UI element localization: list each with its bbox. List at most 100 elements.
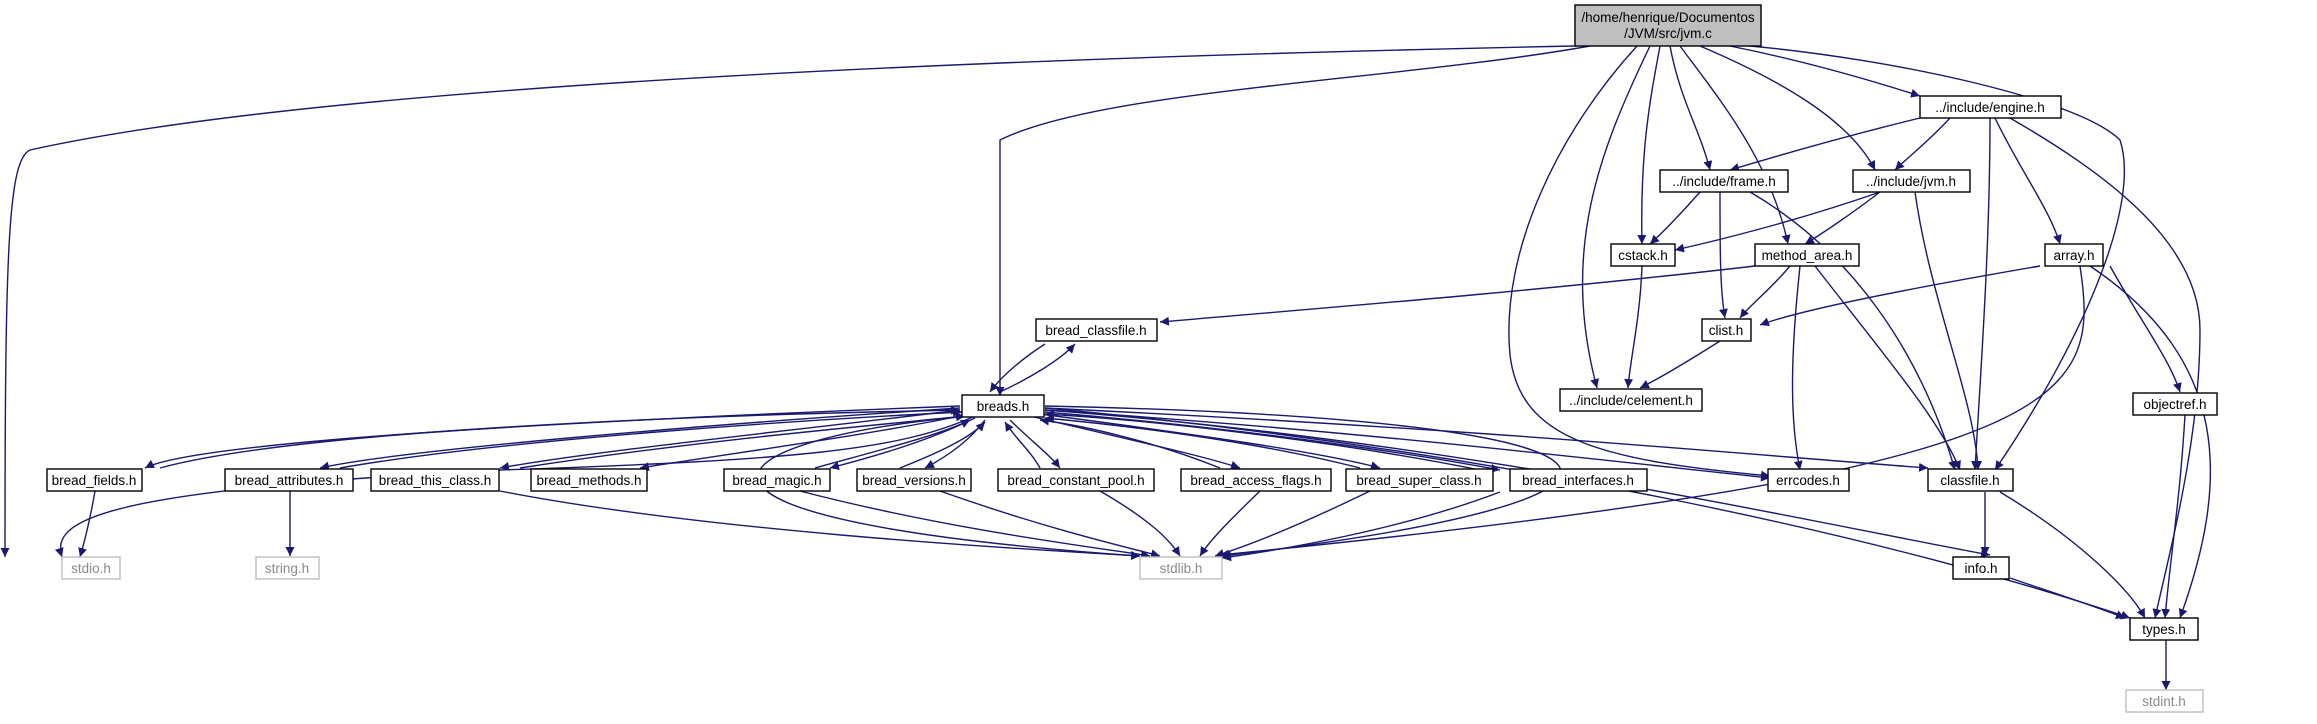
node-bread-classfile-h[interactable]: bread_classfile.h	[1035, 318, 1158, 342]
node-bread-this-class-h[interactable]: bread_this_class.h	[370, 468, 500, 492]
node-root-line1: /home/henrique/Documentos	[1581, 10, 1755, 25]
edge-array-objectref	[2109, 265, 2182, 393]
node-jvm-c-root[interactable]: /home/henrique/Documentos /JVM/src/jvm.c	[1574, 4, 1762, 47]
node-bread-access-flags-h-label: bread_access_flags.h	[1190, 473, 1321, 488]
edge-breads-bread-super-class	[1039, 413, 1381, 471]
node-array-h-label: array.h	[2053, 248, 2094, 263]
edge-bread-fields-stdio	[78, 490, 96, 558]
node-errcodes-h-label: errcodes.h	[1776, 473, 1840, 488]
edge-breads-types	[1044, 407, 2131, 620]
node-bread-classfile-h-label: bread_classfile.h	[1045, 323, 1146, 338]
node-objectref-h-label: objectref.h	[2143, 397, 2206, 412]
node-bread-magic-h-label: bread_magic.h	[732, 473, 821, 488]
edge-bread-constant-pool-stdlib	[1099, 490, 1181, 557]
edge-root-breads	[995, 45, 1591, 396]
edge-root-celement	[1581, 45, 1651, 389]
edge-bread-this-class-breads	[519, 412, 966, 469]
node-errcodes-h[interactable]: errcodes.h	[1767, 468, 1850, 492]
edge-breads-errcodes	[1044, 409, 1771, 482]
node-bread-this-class-h-label: bread_this_class.h	[379, 473, 492, 488]
node-bread-constant-pool-h[interactable]: bread_constant_pool.h	[997, 468, 1155, 492]
header-nodes: /home/henrique/Documentos /JVM/src/jvm.c…	[46, 4, 2218, 713]
edge-array-types	[2089, 265, 2212, 619]
node-types-h[interactable]: types.h	[2129, 617, 2199, 641]
node-frame-h[interactable]: ../include/frame.h	[1659, 169, 1789, 193]
dependency-edges	[0, 45, 2212, 690]
edge-engine-jvm	[1894, 117, 1951, 171]
edge-objectref-types	[2161, 414, 2186, 619]
node-objectref-h[interactable]: objectref.h	[2132, 392, 2218, 416]
edge-bread-magic-stdlib	[799, 490, 1151, 560]
node-method-area-h-label: method_area.h	[1762, 248, 1853, 263]
edge-engine-types	[2009, 117, 2201, 619]
node-clist-h[interactable]: clist.h	[1701, 318, 1752, 342]
edge-bread-access-flags-stdlib	[1199, 490, 1261, 557]
node-bread-super-class-h-label: bread_super_class.h	[1356, 473, 1481, 488]
node-bread-attributes-h[interactable]: bread_attributes.h	[224, 468, 354, 492]
node-cstack-h[interactable]: cstack.h	[1610, 243, 1676, 267]
node-stdio-h-label: stdio.h	[71, 561, 111, 576]
node-jvm-h[interactable]: ../include/jvm.h	[1852, 169, 1971, 193]
node-bread-constant-pool-h-label: bread_constant_pool.h	[1007, 473, 1144, 488]
node-array-h[interactable]: array.h	[2044, 243, 2104, 267]
edge-root-engine	[1729, 45, 1921, 98]
node-bread-versions-h[interactable]: bread_versions.h	[856, 468, 972, 492]
edge-classfile-types	[1999, 491, 2146, 619]
node-stdio-h[interactable]: stdio.h	[61, 556, 121, 580]
edge-root-frame	[1669, 45, 1713, 171]
node-classfile-h-label: classfile.h	[1940, 473, 1999, 488]
edge-engine-frame	[1729, 117, 1921, 172]
edge-bread-this-class-stdlib	[499, 490, 1141, 560]
edge-root-cstack	[1637, 45, 1661, 245]
node-bread-interfaces-h[interactable]: bread_interfaces.h	[1509, 468, 1648, 492]
node-bread-interfaces-h-label: bread_interfaces.h	[1522, 473, 1634, 488]
node-celement-h-label: ../include/celement.h	[1569, 393, 1693, 408]
edge-breads-bread-classfile	[999, 343, 1076, 393]
edge-method-area-classfile	[1814, 265, 1961, 471]
node-info-h[interactable]: info.h	[1952, 556, 2010, 580]
node-root-line2: /JVM/src/jvm.c	[1624, 26, 1712, 41]
edge-breads-bread-methods	[639, 413, 971, 472]
node-info-h-label: info.h	[1964, 561, 1997, 576]
node-stdint-h[interactable]: stdint.h	[2125, 689, 2204, 713]
node-frame-h-label: ../include/frame.h	[1672, 174, 1776, 189]
node-bread-super-class-h[interactable]: bread_super_class.h	[1345, 468, 1494, 492]
node-method-area-h[interactable]: method_area.h	[1754, 243, 1860, 267]
node-stdlib-h[interactable]: stdlib.h	[1139, 556, 1223, 580]
edge-clist-celement	[1639, 340, 1721, 389]
edge-bread-super-class-breads	[1044, 414, 1361, 469]
edge-bread-access-flags-breads	[1039, 416, 1221, 469]
node-bread-access-flags-h[interactable]: bread_access_flags.h	[1180, 468, 1332, 492]
edge-engine-classfile	[1971, 117, 1991, 471]
edge-root-errcodes	[1508, 45, 1771, 480]
edge-frame-cstack	[1649, 191, 1701, 245]
edge-root-jvm	[1699, 45, 1876, 171]
node-bread-magic-h[interactable]: bread_magic.h	[723, 468, 831, 492]
node-bread-versions-h-label: bread_versions.h	[862, 473, 966, 488]
node-bread-fields-h[interactable]: bread_fields.h	[46, 468, 143, 492]
edge-bread-classfile-breads	[989, 343, 1046, 393]
edge-array-clist	[1759, 265, 2041, 327]
node-bread-methods-h-label: bread_methods.h	[536, 473, 641, 488]
node-bread-methods-h[interactable]: bread_methods.h	[530, 468, 648, 492]
edge-bread-constant-pool-breads	[1004, 421, 1041, 469]
node-classfile-h[interactable]: classfile.h	[1927, 468, 2014, 492]
node-engine-h[interactable]: ../include/engine.h	[1919, 95, 2062, 119]
edge-bread-attributes-breads	[339, 407, 963, 469]
node-stdlib-h-label: stdlib.h	[1160, 561, 1203, 576]
edge-method-area-bread-classfile	[1159, 265, 1756, 326]
node-jvm-h-label: ../include/jvm.h	[1866, 174, 1956, 189]
node-string-h[interactable]: string.h	[255, 556, 320, 580]
edge-method-area-errcodes	[1791, 265, 1803, 471]
edge-bread-interfaces-breads	[1044, 410, 1481, 471]
edge-breads-bread-constant-pool	[1009, 419, 1061, 469]
node-celement-h[interactable]: ../include/celement.h	[1559, 388, 1703, 412]
node-string-h-label: string.h	[265, 561, 309, 576]
edge-jvm-cstack	[1674, 191, 1881, 253]
edge-breads-bread-this-class	[499, 409, 961, 471]
edge-jvm-method-area	[1804, 191, 1881, 245]
node-breads-h[interactable]: breads.h	[961, 394, 1045, 418]
node-stdint-h-label: stdint.h	[2142, 694, 2186, 709]
node-bread-attributes-h-label: bread_attributes.h	[235, 473, 344, 488]
